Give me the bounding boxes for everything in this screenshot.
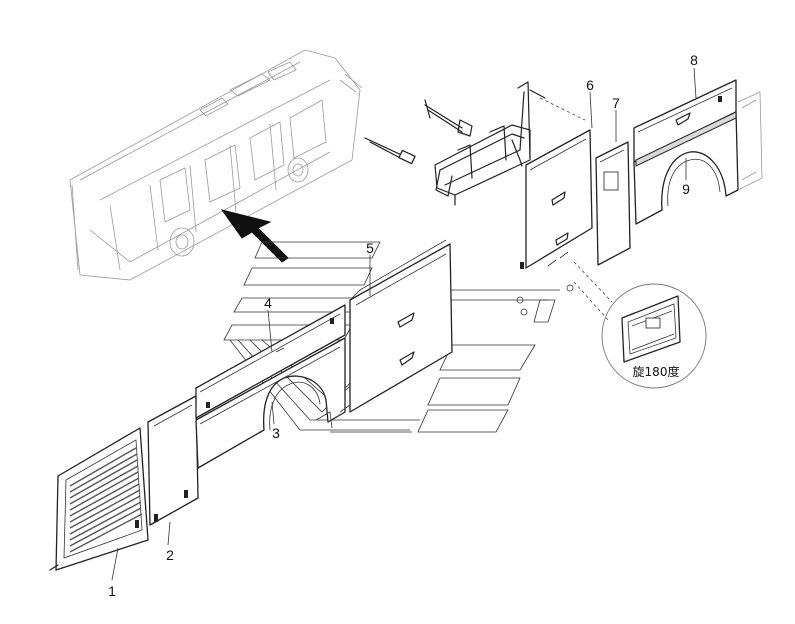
part-1-grille-panel	[49, 427, 149, 571]
part-7-narrow-rear-panel	[595, 141, 631, 266]
callout-9: 9	[682, 181, 690, 197]
bus-outline	[69, 49, 363, 281]
arrow-icon	[220, 209, 289, 263]
callouts: 1 2 3 4 5 6 7 8 9	[108, 52, 698, 599]
callout-5: 5	[366, 240, 374, 256]
callout-6: 6	[586, 77, 594, 93]
callout-1: 1	[108, 583, 116, 599]
callout-7: 7	[612, 95, 620, 111]
detail-view: 旋180度	[573, 261, 707, 389]
part-5-center-door-panel	[339, 239, 453, 413]
part-4-upper-strip	[195, 304, 346, 419]
part-3-wheel-arch-panel	[195, 337, 346, 469]
fasteners	[275, 251, 574, 353]
bracket-assembly	[364, 81, 586, 206]
detail-rotation-note: 旋180度	[633, 364, 680, 379]
part-6-rear-door-panel	[520, 129, 593, 269]
callout-8: 8	[690, 52, 698, 68]
leader-lines	[111, 67, 697, 581]
callout-2: 2	[166, 547, 174, 563]
callout-4: 4	[264, 295, 272, 311]
rear-end-ghost	[737, 91, 763, 191]
part-9-rear-wheel-arch	[633, 111, 739, 225]
callout-3: 3	[272, 425, 280, 441]
part-2-narrow-panel	[147, 395, 199, 526]
